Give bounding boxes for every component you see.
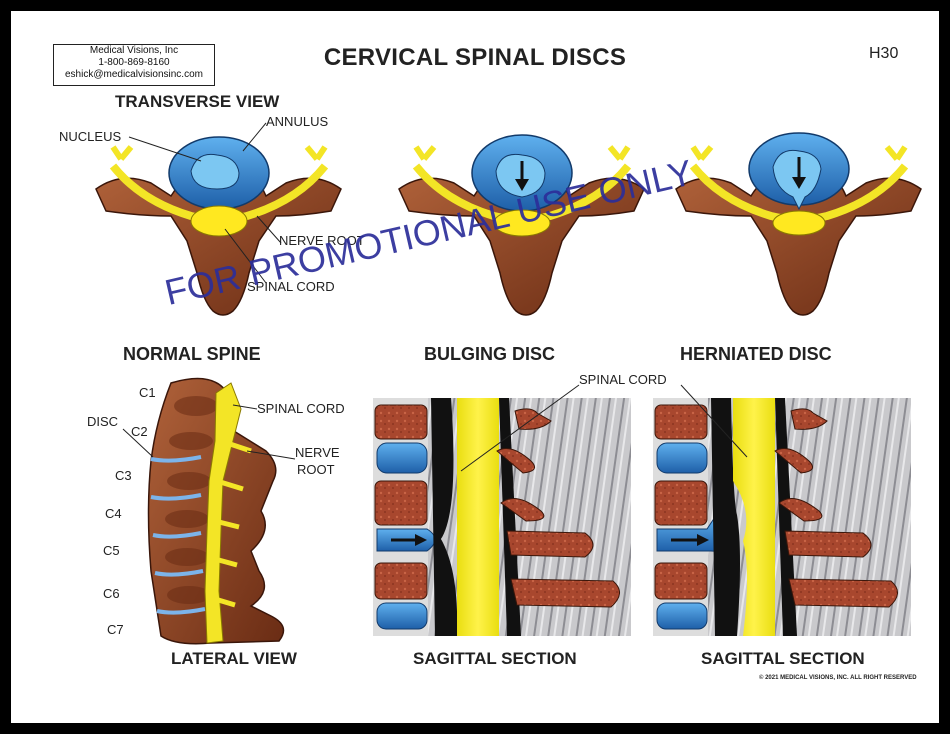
figure-code: H30 <box>869 45 899 62</box>
company-name: Medical Visions, Inc <box>89 45 179 56</box>
level-c2: C2 <box>131 424 148 439</box>
leader-lines-transverse <box>128 122 282 284</box>
sagittal-caption-herniated: SAGITTAL SECTION <box>701 649 865 668</box>
level-c7: C7 <box>107 622 124 637</box>
arrow-down-icon <box>515 161 529 191</box>
lateral-spine <box>147 377 285 645</box>
arrow-right-icon <box>391 534 427 546</box>
phone-number: 1-800-869-8160 <box>98 57 170 68</box>
normal-spine-title: NORMAL SPINE <box>123 344 261 364</box>
level-c3: C3 <box>115 468 132 483</box>
copyright-notice: © 2021 MEDICAL VISIONS, INC. ALL RIGHT R… <box>759 675 917 681</box>
poster-sheet: Medical Visions, Inc 1-800-869-8160 eshi… <box>11 11 939 723</box>
lateral-view-caption: LATERAL VIEW <box>171 649 297 668</box>
email-address: eshick@medicalvisionsinc.com <box>65 69 203 80</box>
sagittal-caption-bulging: SAGITTAL SECTION <box>413 649 577 668</box>
nerve-root-label: NERVE ROOT <box>279 233 365 248</box>
leader-lines-lateral <box>122 404 296 460</box>
level-c4: C4 <box>105 506 122 521</box>
sagittal-section-bulging <box>373 398 631 636</box>
level-c6: C6 <box>103 586 120 601</box>
disc-label: DISC <box>87 414 119 429</box>
anatomy-illustration <box>95 122 922 645</box>
leader-lines-sagittal <box>460 384 748 472</box>
sagittal-section-herniated <box>653 398 911 636</box>
lateral-root-label: ROOT <box>297 462 335 477</box>
transverse-vertebra-herniated <box>675 132 922 316</box>
lateral-nerve-label: NERVE <box>295 445 340 460</box>
arrow-down-icon <box>792 157 806 189</box>
spinal-cord-label: SPINAL CORD <box>247 279 335 294</box>
level-c1: C1 <box>139 385 156 400</box>
sagittal-spinal-cord-label: SPINAL CORD <box>579 372 667 387</box>
transverse-view-heading: TRANSVERSE VIEW <box>115 92 280 111</box>
herniated-disc-title: HERNIATED DISC <box>680 344 832 364</box>
transverse-vertebra-bulging <box>398 134 645 316</box>
transverse-vertebra-normal <box>95 136 342 316</box>
nucleus-label: NUCLEUS <box>59 129 122 144</box>
page-title: CERVICAL SPINAL DISCS <box>323 44 627 71</box>
arrow-right-icon <box>671 534 709 546</box>
lateral-spinal-cord-label: SPINAL CORD <box>257 401 345 416</box>
bulging-disc-title: BULGING DISC <box>424 344 556 364</box>
level-c5: C5 <box>103 543 120 558</box>
annulus-label: ANNULUS <box>266 114 329 129</box>
contact-box: Medical Visions, Inc 1-800-869-8160 eshi… <box>53 44 215 86</box>
